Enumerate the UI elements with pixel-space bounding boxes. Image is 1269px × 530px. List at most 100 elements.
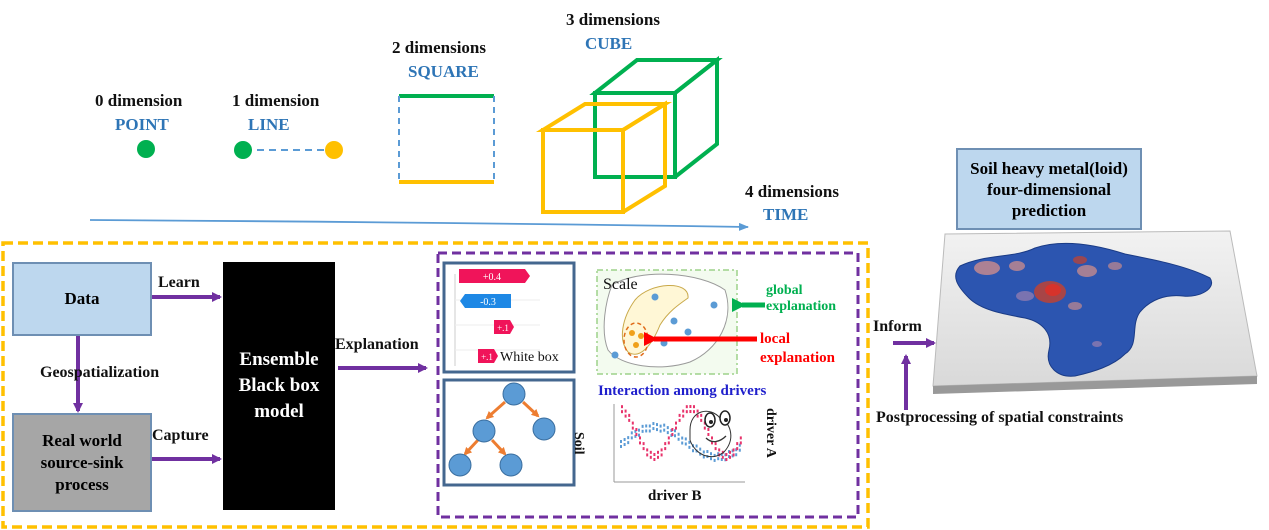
interaction-pink-point xyxy=(639,436,641,440)
interaction-blue-point xyxy=(677,432,680,436)
interaction-blue-point xyxy=(735,453,738,457)
interaction-blue-point xyxy=(656,428,658,432)
interaction-pink-point xyxy=(711,436,713,440)
interaction-pink-point xyxy=(682,414,685,418)
scale-local-points xyxy=(629,330,644,348)
interaction-pink-point xyxy=(714,442,717,446)
interaction-pink-point xyxy=(639,441,641,445)
interaction-blue-point xyxy=(738,443,741,447)
interaction-pink-point xyxy=(635,433,638,436)
interaction-blue-point xyxy=(620,440,622,443)
interaction-pink-point xyxy=(696,414,699,418)
interaction-blue-point xyxy=(684,442,687,446)
scale-points xyxy=(611,293,718,359)
bar-negative-1 xyxy=(460,294,511,308)
interaction-pink-point xyxy=(736,447,739,451)
interaction-blue-point xyxy=(623,443,626,447)
interaction-pink-point xyxy=(725,458,728,461)
model-box: Ensemble Black box model xyxy=(223,262,335,510)
bar-positive-3 xyxy=(478,349,498,363)
interaction-pink-point xyxy=(657,450,659,454)
local-explanation-label: local explanation xyxy=(760,331,836,366)
interaction-pink-point xyxy=(700,413,703,417)
interaction-blue-point xyxy=(717,457,720,461)
global-explanation-label: global explanation xyxy=(766,283,837,314)
interaction-pink-point xyxy=(671,433,674,436)
interaction-pink-point xyxy=(739,441,742,445)
dim2-heading: 2 dimensions xyxy=(392,38,486,57)
interaction-blue-point xyxy=(710,457,712,461)
interaction-pink-point xyxy=(675,421,677,425)
interaction-blue-point xyxy=(713,458,716,462)
interaction-blue-point xyxy=(702,450,705,454)
interaction-blue-point xyxy=(713,453,716,457)
white-box-label: White box xyxy=(500,350,559,365)
interaction-pink-point xyxy=(675,426,677,430)
interaction-blue-point xyxy=(681,441,684,445)
interaction-blue-point xyxy=(720,452,723,456)
interaction-pink-point xyxy=(725,453,728,456)
interaction-pink-point xyxy=(646,448,649,452)
interaction-blue-point xyxy=(666,426,669,430)
interaction-blue-point xyxy=(627,441,630,445)
interaction-pink-point xyxy=(667,441,670,445)
interaction-pink-point xyxy=(689,410,692,413)
interaction-blue-point xyxy=(620,445,622,448)
interaction-pink-point xyxy=(621,410,623,414)
interaction-blue-point xyxy=(674,434,676,438)
interaction-pink-point xyxy=(624,409,627,413)
interaction-blue-point xyxy=(638,428,640,432)
cartoon-eye-left xyxy=(704,412,716,428)
interaction-pink-point xyxy=(739,436,742,440)
interaction-pink-point xyxy=(707,428,710,431)
prediction-title: Soil heavy metal(loid) four-dimensional … xyxy=(970,158,1128,220)
interaction-blue-point xyxy=(634,429,637,433)
interaction-blue-point xyxy=(659,429,662,433)
interaction-blue-point xyxy=(681,436,684,440)
axis-driver-b-label: driver B xyxy=(648,488,702,504)
interaction-blue-point xyxy=(677,437,680,441)
cartoon-mouth xyxy=(705,435,727,443)
interaction-pink-point xyxy=(653,453,656,456)
interaction-pink-point xyxy=(678,413,681,417)
dim4-heading: 4 dimensions xyxy=(745,182,839,201)
interaction-blue-point xyxy=(720,457,723,461)
interaction-blue-point xyxy=(630,431,633,435)
data-box-label: Data xyxy=(64,289,100,308)
interaction-pink-point xyxy=(693,410,695,414)
learn-label: Learn xyxy=(158,274,200,291)
interaction-pink-point xyxy=(642,442,645,446)
interaction-blue-point xyxy=(706,450,709,454)
interaction-pink-point xyxy=(685,410,688,414)
interaction-pink-point xyxy=(664,442,667,446)
cube-shape xyxy=(535,55,723,214)
interaction-pink-point xyxy=(721,455,724,459)
interaction-blue-point xyxy=(688,440,691,444)
dim2-name: SQUARE xyxy=(408,62,479,81)
tree-nodes xyxy=(448,382,556,477)
interaction-pink-point xyxy=(685,405,688,409)
line-start-dot xyxy=(234,141,252,159)
interaction-pink-point xyxy=(642,447,645,451)
interaction-pink-point xyxy=(635,428,638,431)
bar-label-4: +.1 xyxy=(481,352,493,362)
interaction-pink-point xyxy=(660,448,663,452)
interaction-pink-point xyxy=(682,409,685,413)
interaction-blue-point xyxy=(638,433,640,437)
interaction-blue-point xyxy=(738,448,741,452)
interaction-blue-point xyxy=(702,455,705,459)
interaction-blue-point xyxy=(699,452,702,456)
map-hotspots xyxy=(974,256,1122,347)
interaction-pink-point xyxy=(649,455,652,459)
dim3-name: CUBE xyxy=(585,34,633,53)
interaction-blue-point xyxy=(652,422,655,426)
dim3-heading: 3 dimensions xyxy=(566,10,660,29)
inform-label: Inform xyxy=(873,318,922,335)
interaction-blue-point xyxy=(641,424,644,428)
interaction-pink-point xyxy=(653,458,656,461)
dim0-heading: 0 dimension xyxy=(95,91,183,110)
map-plate-edge xyxy=(933,376,1257,394)
interaction-blue-point xyxy=(692,449,694,453)
interaction-pink-point xyxy=(624,414,627,418)
